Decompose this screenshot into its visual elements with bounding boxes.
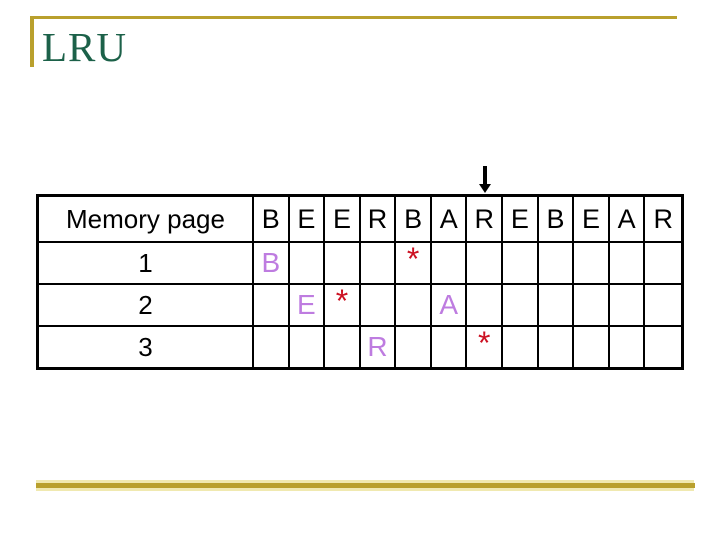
frame-row-label: 3 — [39, 327, 254, 367]
frame-row-label: 2 — [39, 285, 254, 327]
empty-cell — [503, 327, 539, 367]
empty-cell — [574, 285, 610, 327]
reference-letter-cell: R — [467, 197, 504, 243]
reuse-star-cell: * — [325, 285, 361, 327]
empty-cell — [609, 243, 646, 285]
empty-cell — [325, 327, 361, 367]
down-arrow-icon — [479, 166, 492, 193]
empty-cell — [574, 243, 610, 285]
empty-cell — [610, 327, 646, 367]
reference-letter-cell: R — [360, 197, 397, 243]
arrow-head — [479, 184, 492, 193]
reference-letter-cell: B — [254, 197, 290, 243]
top-accent-line — [30, 16, 677, 19]
empty-cell — [254, 285, 290, 327]
frame-row-label: 1 — [39, 243, 254, 285]
left-accent-bar — [30, 16, 34, 67]
reference-letter-cell: E — [503, 197, 539, 243]
empty-cell — [538, 285, 575, 327]
reference-letter-cell: A — [609, 197, 646, 243]
reference-letter-cell: B — [396, 197, 432, 243]
reuse-star-cell: * — [467, 327, 504, 367]
empty-cell — [290, 327, 326, 367]
empty-cell — [360, 285, 397, 327]
empty-cell — [645, 327, 681, 367]
empty-cell — [539, 327, 575, 367]
bottom-accent-line — [36, 483, 695, 488]
empty-cell — [467, 285, 504, 327]
reference-letter-cell: R — [645, 197, 681, 243]
arrow-shaft — [483, 166, 488, 184]
reference-letter-cell: A — [431, 197, 468, 243]
empty-cell — [396, 285, 432, 327]
reference-letter-cell: B — [538, 197, 575, 243]
empty-cell — [467, 243, 504, 285]
empty-cell — [645, 285, 681, 327]
empty-cell — [254, 327, 290, 367]
bottom-accent-halo-bottom — [36, 488, 694, 491]
empty-cell — [431, 243, 468, 285]
empty-cell — [360, 243, 397, 285]
empty-cell — [645, 243, 681, 285]
reuse-star-cell: * — [396, 243, 432, 285]
empty-cell — [503, 285, 539, 327]
memory-page-header-cell: Memory page — [39, 197, 254, 243]
empty-cell — [503, 243, 539, 285]
loaded-page-cell: E — [289, 285, 326, 327]
reference-letter-cell: E — [574, 197, 610, 243]
reference-letter-cell: E — [325, 197, 361, 243]
empty-cell — [432, 327, 468, 367]
empty-cell — [609, 285, 646, 327]
slide-title: LRU — [42, 24, 127, 70]
empty-cell — [538, 243, 575, 285]
empty-cell — [325, 243, 361, 285]
empty-cell — [396, 327, 432, 367]
empty-cell — [574, 327, 610, 367]
bottom-accent-halo-top — [36, 480, 694, 483]
loaded-page-cell: R — [361, 327, 397, 367]
loaded-page-cell: A — [431, 285, 468, 327]
empty-cell — [289, 243, 326, 285]
loaded-page-cell: B — [254, 243, 290, 285]
reference-letter-cell: E — [289, 197, 326, 243]
